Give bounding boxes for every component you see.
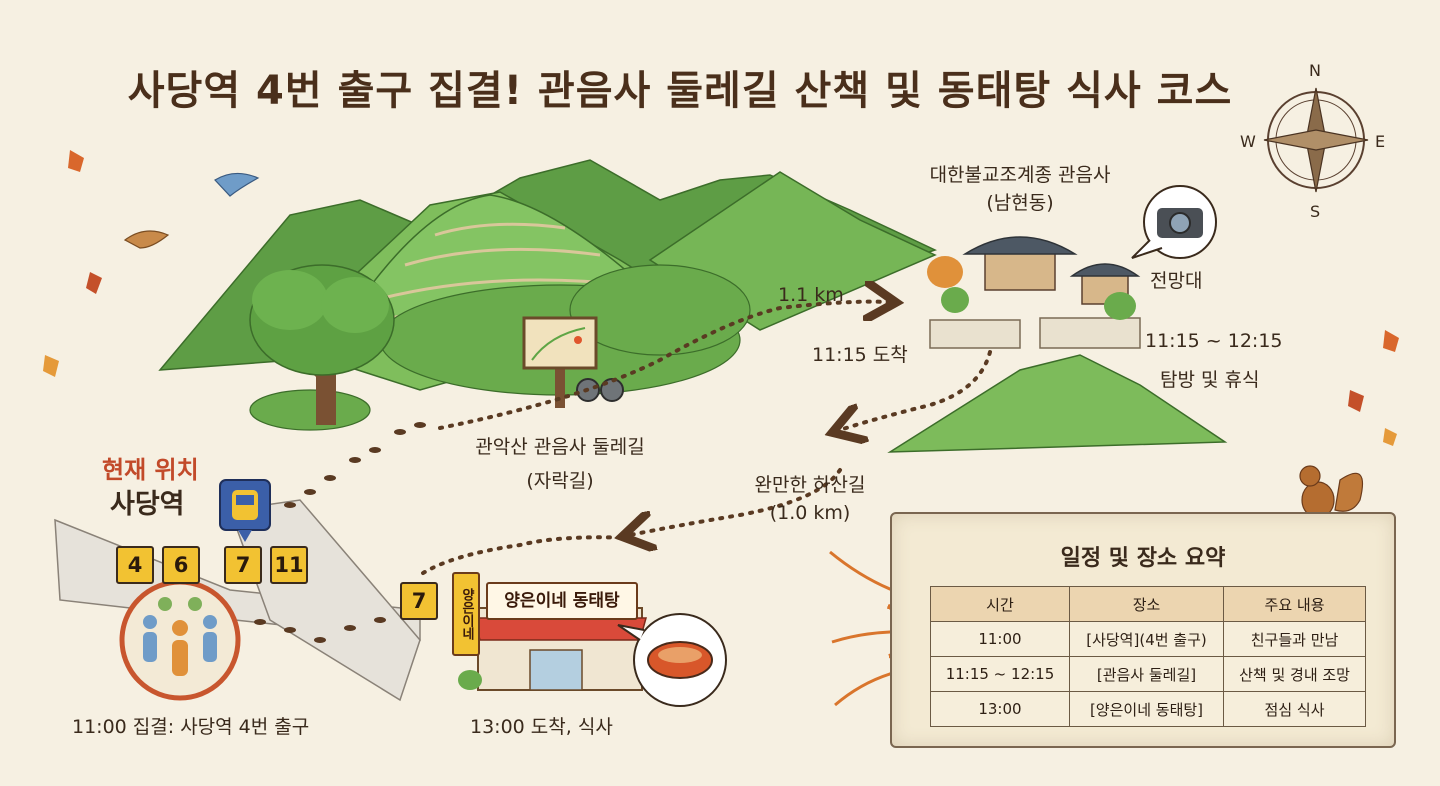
autumn-leaves xyxy=(43,150,1399,446)
temple-arrival-label: 11:15 도착 xyxy=(812,344,908,366)
restaurant-building xyxy=(458,607,647,691)
exit-badge-4: 4 xyxy=(116,546,154,584)
cell-place: [양은이네 동태탕] xyxy=(1068,691,1225,727)
camera-icon xyxy=(1131,185,1217,259)
temple-area: (남현동) xyxy=(986,192,1054,214)
current-location-label: 현재 위치 xyxy=(102,456,199,484)
compass-north-label: N xyxy=(1309,61,1321,80)
temple-stay-time: 11:15 ~ 12:15 xyxy=(1145,330,1283,352)
schedule-title: 일정 및 장소 요약 xyxy=(1060,546,1226,571)
footprints xyxy=(254,422,426,643)
temple-name: 대한불교조계종 관음사 xyxy=(929,164,1111,186)
header-place: 장소 xyxy=(1068,586,1225,622)
compass-rose-icon xyxy=(1263,87,1369,193)
cell-time: 13:00 xyxy=(930,691,1070,727)
trail-down-distance: (1.0 km) xyxy=(769,502,851,524)
exit-badge-6: 6 xyxy=(162,546,200,584)
tree xyxy=(249,264,395,425)
cell-content: 친구들과 만남 xyxy=(1223,621,1366,657)
table-row: 13:00 [양은이네 동태탕] 점심 식사 xyxy=(930,691,1366,727)
meet-time-label: 11:00 집결: 사당역 4번 출구 xyxy=(72,716,310,738)
schedule-table: 시간 장소 주요 내용 11:00 [사당역](4번 출구) 친구들과 만남 1… xyxy=(930,586,1366,727)
viewpoint-label: 전망대 xyxy=(1150,270,1203,292)
cell-content: 점심 식사 xyxy=(1223,691,1366,727)
trail-map-sign xyxy=(522,316,598,408)
table-row: 11:15 ~ 12:15 [관음사 둘레길] 산책 및 경내 조망 xyxy=(930,656,1366,692)
exit-badge-11: 11 xyxy=(270,546,308,584)
subway-icon xyxy=(219,479,271,542)
schedule-panel: 일정 및 장소 요약 시간 장소 주요 내용 11:00 [사당역](4번 출구… xyxy=(890,512,1396,748)
temple-stay-desc: 탐방 및 휴식 xyxy=(1160,369,1260,391)
header-content: 주요 내용 xyxy=(1223,586,1366,622)
cell-time: 11:00 xyxy=(930,621,1070,657)
trail-path xyxy=(418,302,992,577)
restaurant-sign: 양은이네 동태탕 xyxy=(486,582,638,620)
squirrel-icon xyxy=(1299,465,1364,519)
cell-content: 산책 및 경내 조망 xyxy=(1223,656,1366,692)
exit-badge-restaurant: 7 xyxy=(400,582,438,620)
compass-west-label: W xyxy=(1240,132,1256,151)
bird-icon xyxy=(123,172,260,249)
table-header-row: 시간 장소 주요 내용 xyxy=(930,586,1366,622)
trail-subname: (자락길) xyxy=(526,470,594,492)
restaurant-arrival-label: 13:00 도착, 식사 xyxy=(470,716,613,738)
page-title: 사당역 4번 출구 집결! 관음사 둘레길 산책 및 동태탕 식사 코스 xyxy=(127,68,1233,114)
trail-up-distance: 1.1 km xyxy=(778,284,844,306)
compass-south-label: S xyxy=(1310,202,1321,221)
meeting-point-circle xyxy=(119,579,241,701)
table-row: 11:00 [사당역](4번 출구) 친구들과 만남 xyxy=(930,621,1366,657)
restaurant-vertical-sign: 양은이네 xyxy=(452,572,480,656)
station-name: 사당역 xyxy=(110,489,185,520)
exit-badge-7: 7 xyxy=(224,546,262,584)
cell-time: 11:15 ~ 12:15 xyxy=(930,656,1070,692)
cell-place: [관음사 둘레길] xyxy=(1068,656,1225,692)
stew-pot-icon xyxy=(617,613,727,707)
cell-place: [사당역](4번 출구) xyxy=(1068,621,1225,657)
trail-name: 관악산 관음사 둘레길 xyxy=(475,436,645,458)
compass-east-label: E xyxy=(1375,132,1386,151)
header-time: 시간 xyxy=(930,586,1070,622)
trail-down-name: 완만한 하산길 xyxy=(754,474,866,496)
temple xyxy=(927,236,1141,349)
